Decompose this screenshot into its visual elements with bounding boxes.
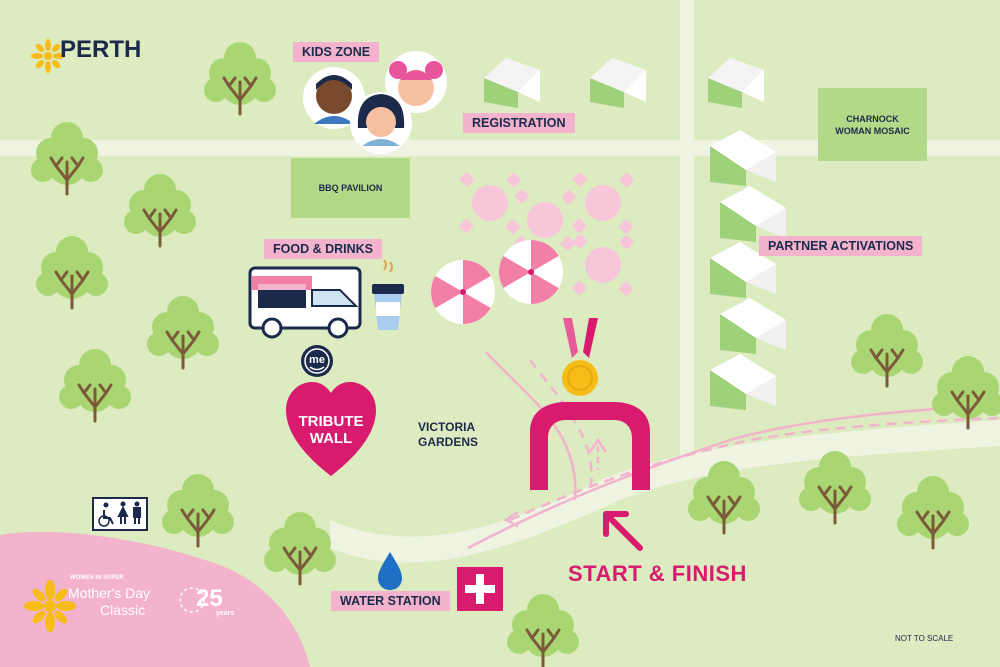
charnock-label-line2: WOMAN MOSAIC — [835, 125, 910, 136]
mothers-day-flower-logo — [24, 580, 76, 632]
twenty-five-years-logo — [179, 587, 205, 613]
tree — [57, 347, 133, 423]
registration-tent — [484, 58, 540, 108]
registration-label: REGISTRATION — [463, 113, 575, 133]
anniversary-number: 25 — [196, 585, 223, 612]
medal-icon — [562, 318, 598, 396]
picnic-table — [458, 171, 522, 235]
tree — [262, 510, 338, 586]
start-arrow-icon — [603, 511, 643, 551]
tree — [797, 449, 873, 525]
first-aid-icon — [457, 567, 503, 611]
tree — [505, 592, 581, 667]
tree — [160, 472, 236, 548]
start-finish-label: START & FINISH — [568, 561, 747, 586]
tribute-wall-label: TRIBUTE WALL — [291, 413, 371, 447]
registration-tent — [590, 58, 646, 108]
me-bank-logo: me — [301, 345, 333, 377]
food-truck-icon — [248, 266, 362, 339]
partner-tent — [720, 298, 786, 354]
event-name-line1: Mother's Day — [68, 585, 151, 601]
kids-zone-label: KIDS ZONE — [293, 42, 380, 62]
tribute-label-line1: TRIBUTE — [298, 413, 364, 430]
tree — [122, 172, 198, 248]
partner-tent — [710, 354, 776, 410]
tribute-wall-heart-icon — [286, 382, 376, 476]
food-drinks-label: FOOD & DRINKS — [264, 239, 382, 259]
water-drop-icon — [378, 552, 402, 590]
start-finish-arch-icon — [530, 402, 650, 490]
bbq-pavilion-label: BBQ PAVILION — [318, 183, 383, 193]
umbrella — [431, 260, 495, 324]
accessible-toilets-icon — [92, 497, 148, 531]
partner-tent — [710, 130, 776, 186]
charnock-label-line1: CHARNOCK — [846, 113, 899, 124]
umbrella — [499, 240, 563, 304]
tree — [34, 234, 110, 310]
tree — [29, 120, 105, 196]
tree — [202, 40, 278, 116]
anniversary-word: years — [216, 610, 235, 617]
partner-tent — [720, 186, 786, 242]
perth-flower-logo — [31, 39, 65, 73]
water-station-label: WATER STATION — [331, 591, 450, 611]
picnic-table — [571, 233, 635, 297]
city-title: PERTH — [60, 36, 142, 63]
svg-text:me: me — [309, 354, 325, 366]
partner-activations-label: PARTNER ACTIVATIONS — [759, 236, 923, 256]
bbq-pavilion-area: BBQ PAVILION — [291, 158, 410, 218]
charnock-mosaic-area: CHARNOCK WOMAN MOSAIC — [818, 88, 927, 161]
org-name: WOMEN IN SUPER — [70, 575, 124, 581]
tree — [849, 312, 925, 388]
tree — [895, 474, 971, 550]
tree — [145, 294, 221, 370]
registration-tent — [708, 58, 764, 108]
coffee-cup-icon — [372, 259, 404, 330]
tribute-label-line2: WALL — [309, 430, 353, 447]
kids-zone-faces — [303, 51, 447, 154]
park-name-label: VICTORIA GARDENS — [418, 420, 479, 449]
scale-note: NOT TO SCALE — [895, 634, 954, 643]
picnic-table — [571, 171, 635, 235]
event-name-line2: Classic — [100, 602, 146, 618]
